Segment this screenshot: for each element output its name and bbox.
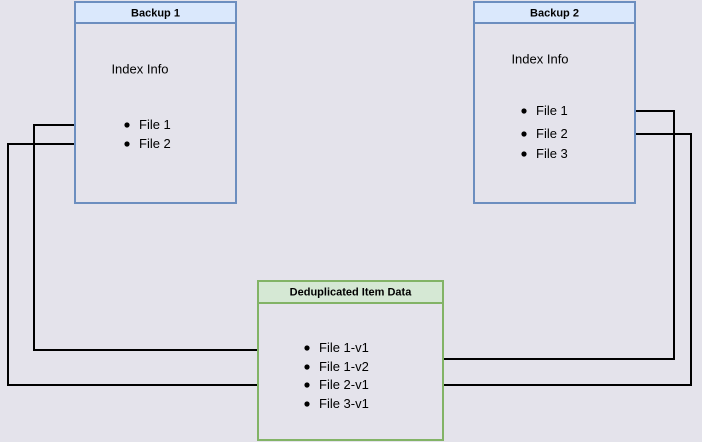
- backup1-title: Backup 1: [131, 7, 180, 19]
- backup2-box[interactable]: Backup 2 Index Info File 1 File 2 File 3: [473, 1, 636, 204]
- backup2-list-item-file-3: File 3: [536, 146, 568, 161]
- backup2-subtitle: Index Info: [511, 51, 568, 66]
- backup1-list-item-file-2: File 2: [139, 136, 171, 151]
- bullet-icon: [124, 141, 130, 147]
- backup1-list-item-file-1: File 1: [139, 117, 171, 132]
- dedup-list-item-file-1-v2: File 1-v2: [319, 359, 369, 374]
- bullet-icon: [124, 122, 130, 128]
- backup1-file-list: File 1 File 2: [124, 117, 171, 151]
- bullet-icon: [304, 382, 310, 388]
- backup1-box[interactable]: Backup 1 Index Info File 1 File 2: [74, 1, 237, 204]
- backup1-subtitle: Index Info: [111, 61, 168, 76]
- dedup-list-item-file-2-v1: File 2-v1: [319, 377, 369, 392]
- bullet-icon: [304, 364, 310, 370]
- bullet-icon: [521, 151, 527, 157]
- backup1-box-body: [74, 1, 237, 204]
- bullet-icon: [304, 401, 310, 407]
- dedup-list-item-file-3-v1: File 3-v1: [319, 396, 369, 411]
- dedup-box-body: [257, 280, 444, 441]
- dedup-box-header: [257, 280, 444, 304]
- dedup-box[interactable]: Deduplicated Item Data File 1-v1 File 1-…: [257, 280, 444, 441]
- dedup-file-list: File 1-v1 File 1-v2 File 2-v1 File 3-v1: [304, 340, 369, 411]
- dedup-title: Deduplicated Item Data: [290, 286, 413, 298]
- backup2-box-header: [473, 1, 636, 24]
- connector-backup1-file2-to-dedup-file2v1: [7, 143, 297, 389]
- bullet-icon: [304, 345, 310, 351]
- bullet-icon: [521, 108, 527, 114]
- backup2-list-item-file-2: File 2: [536, 126, 568, 141]
- backup2-list-item-file-1: File 1: [536, 103, 568, 118]
- backup1-box-header: [74, 1, 237, 24]
- connector-backup2-file2-to-dedup-file2v1: [391, 133, 692, 389]
- backup2-file-list: File 1 File 2 File 3: [521, 103, 568, 161]
- bullet-icon: [521, 131, 527, 137]
- backup2-title: Backup 2: [530, 7, 579, 19]
- dedup-list-item-file-1-v1: File 1-v1: [319, 340, 369, 355]
